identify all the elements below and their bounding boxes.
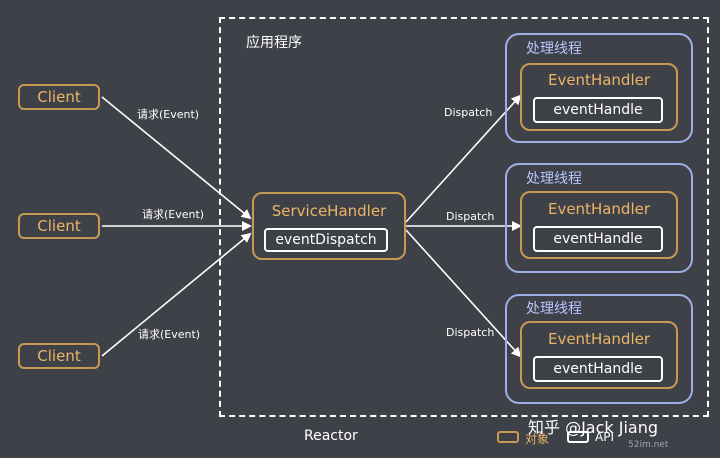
event-handler-1-box bbox=[520, 63, 678, 131]
event-handler-1-title: EventHandler bbox=[547, 71, 651, 89]
reactor-boundary bbox=[219, 17, 709, 417]
dispatch-label-3: Dispatch bbox=[446, 326, 495, 339]
legend-api-swatch bbox=[567, 431, 589, 443]
reactor-label: Reactor bbox=[304, 428, 358, 444]
client-box-1: Client bbox=[18, 84, 100, 110]
service-handler-title: ServiceHandler bbox=[271, 202, 387, 220]
client-box-2: Client bbox=[18, 213, 100, 239]
event-handle-3-api: eventHandle bbox=[533, 356, 663, 382]
worker-thread-3 bbox=[505, 294, 693, 404]
event-handler-2-box bbox=[520, 191, 678, 259]
request-label-1: 请求(Event) bbox=[137, 108, 200, 121]
legend-object-swatch bbox=[497, 431, 519, 443]
watermark-site: 52im.net bbox=[628, 440, 669, 450]
request-label-2: 请求(Event) bbox=[142, 208, 205, 221]
legend-object-label: 对象 bbox=[525, 432, 550, 446]
event-handler-3-title: EventHandler bbox=[547, 330, 651, 348]
application-title: 应用程序 bbox=[246, 35, 302, 51]
worker-thread-2 bbox=[505, 163, 693, 273]
worker-thread-3-title: 处理线程 bbox=[526, 301, 582, 317]
dispatch-label-2: Dispatch bbox=[446, 210, 495, 223]
request-arrow-1 bbox=[101, 96, 252, 220]
client-box-3: Client bbox=[18, 343, 100, 369]
worker-thread-1 bbox=[505, 33, 693, 143]
legend-api-label: API bbox=[595, 430, 614, 444]
service-handler-box bbox=[252, 192, 406, 260]
event-handler-2-title: EventHandler bbox=[547, 200, 651, 218]
event-dispatch-api: eventDispatch bbox=[264, 228, 388, 252]
request-arrow-3 bbox=[101, 232, 252, 357]
event-handle-2-api: eventHandle bbox=[533, 226, 663, 252]
dispatch-arrow-1 bbox=[405, 94, 522, 223]
dispatch-arrow-3 bbox=[405, 229, 522, 358]
event-handler-3-box bbox=[520, 321, 678, 389]
event-handle-1-api: eventHandle bbox=[533, 97, 663, 123]
watermark-text: 知乎 @Jack Jiang bbox=[528, 418, 659, 437]
dispatch-label-1: Dispatch bbox=[444, 106, 493, 119]
worker-thread-2-title: 处理线程 bbox=[526, 171, 582, 187]
worker-thread-1-title: 处理线程 bbox=[526, 41, 582, 57]
request-label-3: 请求(Event) bbox=[138, 328, 201, 341]
